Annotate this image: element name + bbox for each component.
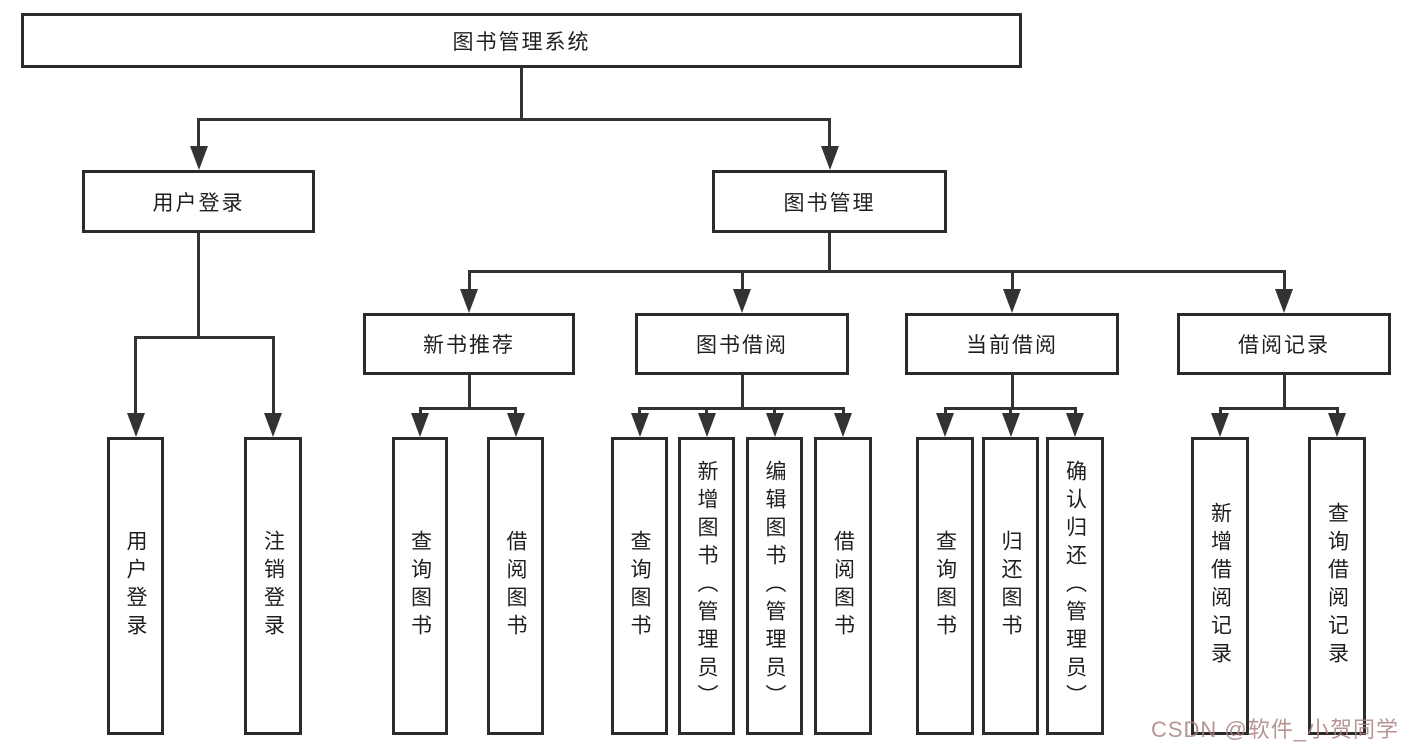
book-borrow-to-leaves-arrow-1 — [697, 413, 716, 437]
borrow-record-to-leaves-arrow-1 — [1328, 413, 1346, 437]
book-borrow-to-leaves-stem — [740, 375, 744, 409]
new-book-rec-to-leaves-drop-0 — [418, 407, 422, 415]
node-book-mgmt-label: 图书管理 — [783, 191, 876, 215]
leaf-return-book: 归还图书 — [982, 437, 1039, 735]
leaf-edit-book-admin-label: 编辑图书（管理员） — [763, 460, 786, 712]
leaf-add-borrow-record: 新增借阅记录 — [1191, 437, 1249, 735]
user-login-to-leaves-drop-0 — [134, 336, 137, 415]
leaf-confirm-return-admin-label: 确认归还（管理员） — [1063, 460, 1087, 712]
user-login-to-leaves-arrow-0 — [126, 413, 145, 437]
current-borrow-to-leaves-drop-1 — [1009, 407, 1012, 415]
current-borrow-to-leaves-stem — [1010, 375, 1014, 409]
leaf-logout-login: 注销登录 — [244, 437, 302, 735]
book-borrow-to-leaves-arrow-0 — [630, 413, 649, 437]
new-book-rec-to-leaves-stem — [467, 375, 471, 409]
current-borrow-to-leaves-drop-0 — [943, 407, 947, 415]
csdn-watermark: CSDN @软件_小贺同学 — [1150, 717, 1399, 742]
node-new-book-rec: 新书推荐 — [363, 313, 575, 375]
node-user-login: 用户登录 — [82, 170, 315, 233]
book-mgmt-to-level3-drop-3 — [1282, 270, 1286, 291]
new-book-rec-to-leaves-arrow-0 — [411, 413, 429, 437]
node-root-label: 图书管理系统 — [452, 30, 591, 54]
leaf-query-book-current: 查询图书 — [916, 437, 974, 735]
leaf-return-book-label: 归还图书 — [999, 530, 1022, 642]
node-current-borrow: 当前借阅 — [905, 313, 1119, 375]
root-to-level2-drop-0 — [197, 118, 200, 148]
book-mgmt-to-level3-drop-1 — [740, 270, 744, 291]
book-borrow-to-leaves-drop-1 — [705, 407, 708, 415]
leaf-borrow-book-borrow-label: 借阅图书 — [831, 530, 855, 642]
leaf-query-book-rec-label: 查询图书 — [408, 530, 432, 642]
leaf-query-borrow-record-label: 查询借阅记录 — [1325, 502, 1349, 670]
leaf-query-book-rec: 查询图书 — [392, 437, 448, 735]
leaf-query-book-borrow-label: 查询图书 — [628, 530, 651, 642]
leaf-user-login: 用户登录 — [107, 437, 164, 735]
leaf-add-borrow-record-label: 新增借阅记录 — [1208, 502, 1232, 670]
leaf-logout-login-label: 注销登录 — [261, 530, 285, 642]
current-borrow-to-leaves-arrow-1 — [1001, 413, 1020, 437]
current-borrow-to-leaves-arrow-0 — [936, 413, 954, 437]
current-borrow-to-leaves-arrow-2 — [1066, 413, 1084, 437]
book-mgmt-to-level3-drop-0 — [467, 270, 471, 291]
leaf-query-borrow-record: 查询借阅记录 — [1308, 437, 1366, 735]
leaf-borrow-book-rec-label: 借阅图书 — [504, 530, 527, 642]
user-login-to-leaves-drop-1 — [271, 336, 275, 415]
node-borrow-record-label: 借阅记录 — [1238, 334, 1330, 357]
root-to-level2-arrow-0 — [189, 146, 208, 170]
leaf-borrow-book-borrow: 借阅图书 — [814, 437, 872, 735]
new-book-rec-to-leaves-bar — [418, 407, 517, 410]
node-current-borrow-label: 当前借阅 — [966, 334, 1058, 357]
node-root: 图书管理系统 — [21, 13, 1022, 68]
borrow-record-to-leaves-stem — [1282, 375, 1286, 409]
current-borrow-to-leaves-drop-2 — [1073, 407, 1077, 415]
new-book-rec-to-leaves-drop-1 — [514, 407, 517, 415]
book-borrow-to-leaves-arrow-2 — [765, 413, 784, 437]
book-borrow-to-leaves-drop-2 — [773, 407, 776, 415]
book-mgmt-to-level3-arrow-3 — [1275, 289, 1293, 313]
user-login-to-leaves-arrow-1 — [264, 413, 282, 437]
book-borrow-to-leaves-drop-3 — [841, 407, 845, 415]
leaf-add-book-admin-label: 新增图书（管理员） — [695, 460, 718, 712]
leaf-edit-book-admin: 编辑图书（管理员） — [746, 437, 803, 735]
borrow-record-to-leaves-drop-0 — [1218, 407, 1222, 415]
book-borrow-to-leaves-arrow-3 — [834, 413, 852, 437]
user-login-to-leaves-stem — [197, 233, 200, 338]
node-borrow-record: 借阅记录 — [1177, 313, 1391, 375]
leaf-query-book-borrow: 查询图书 — [611, 437, 668, 735]
book-mgmt-to-level3-arrow-2 — [1003, 289, 1021, 313]
book-mgmt-to-level3-drop-2 — [1010, 270, 1014, 291]
leaf-query-book-current-label: 查询图书 — [933, 530, 957, 642]
borrow-record-to-leaves-drop-1 — [1335, 407, 1339, 415]
new-book-rec-to-leaves-arrow-1 — [506, 413, 525, 437]
root-to-level2-arrow-1 — [820, 146, 839, 170]
root-to-level2-stem — [520, 68, 523, 120]
book-borrow-to-leaves-bar — [638, 407, 845, 410]
node-book-mgmt: 图书管理 — [712, 170, 947, 233]
root-to-level2-drop-1 — [828, 118, 831, 148]
borrow-record-to-leaves-bar — [1218, 407, 1339, 410]
book-mgmt-to-level3-arrow-0 — [460, 289, 478, 313]
node-new-book-rec-label: 新书推荐 — [423, 334, 515, 357]
book-mgmt-to-level3-stem — [828, 233, 831, 272]
book-mgmt-to-level3-arrow-1 — [733, 289, 751, 313]
root-to-level2-bar — [197, 118, 831, 121]
leaf-user-login-label: 用户登录 — [124, 530, 147, 642]
node-book-borrow: 图书借阅 — [635, 313, 849, 375]
borrow-record-to-leaves-arrow-0 — [1211, 413, 1229, 437]
book-mgmt-to-level3-bar — [467, 270, 1286, 273]
leaf-borrow-book-rec: 借阅图书 — [487, 437, 544, 735]
user-login-to-leaves-bar — [134, 336, 275, 339]
leaf-add-book-admin: 新增图书（管理员） — [678, 437, 735, 735]
leaf-confirm-return-admin: 确认归还（管理员） — [1046, 437, 1104, 735]
node-book-borrow-label: 图书借阅 — [696, 334, 788, 357]
node-user-login-label: 用户登录 — [152, 191, 245, 215]
book-borrow-to-leaves-drop-0 — [638, 407, 641, 415]
